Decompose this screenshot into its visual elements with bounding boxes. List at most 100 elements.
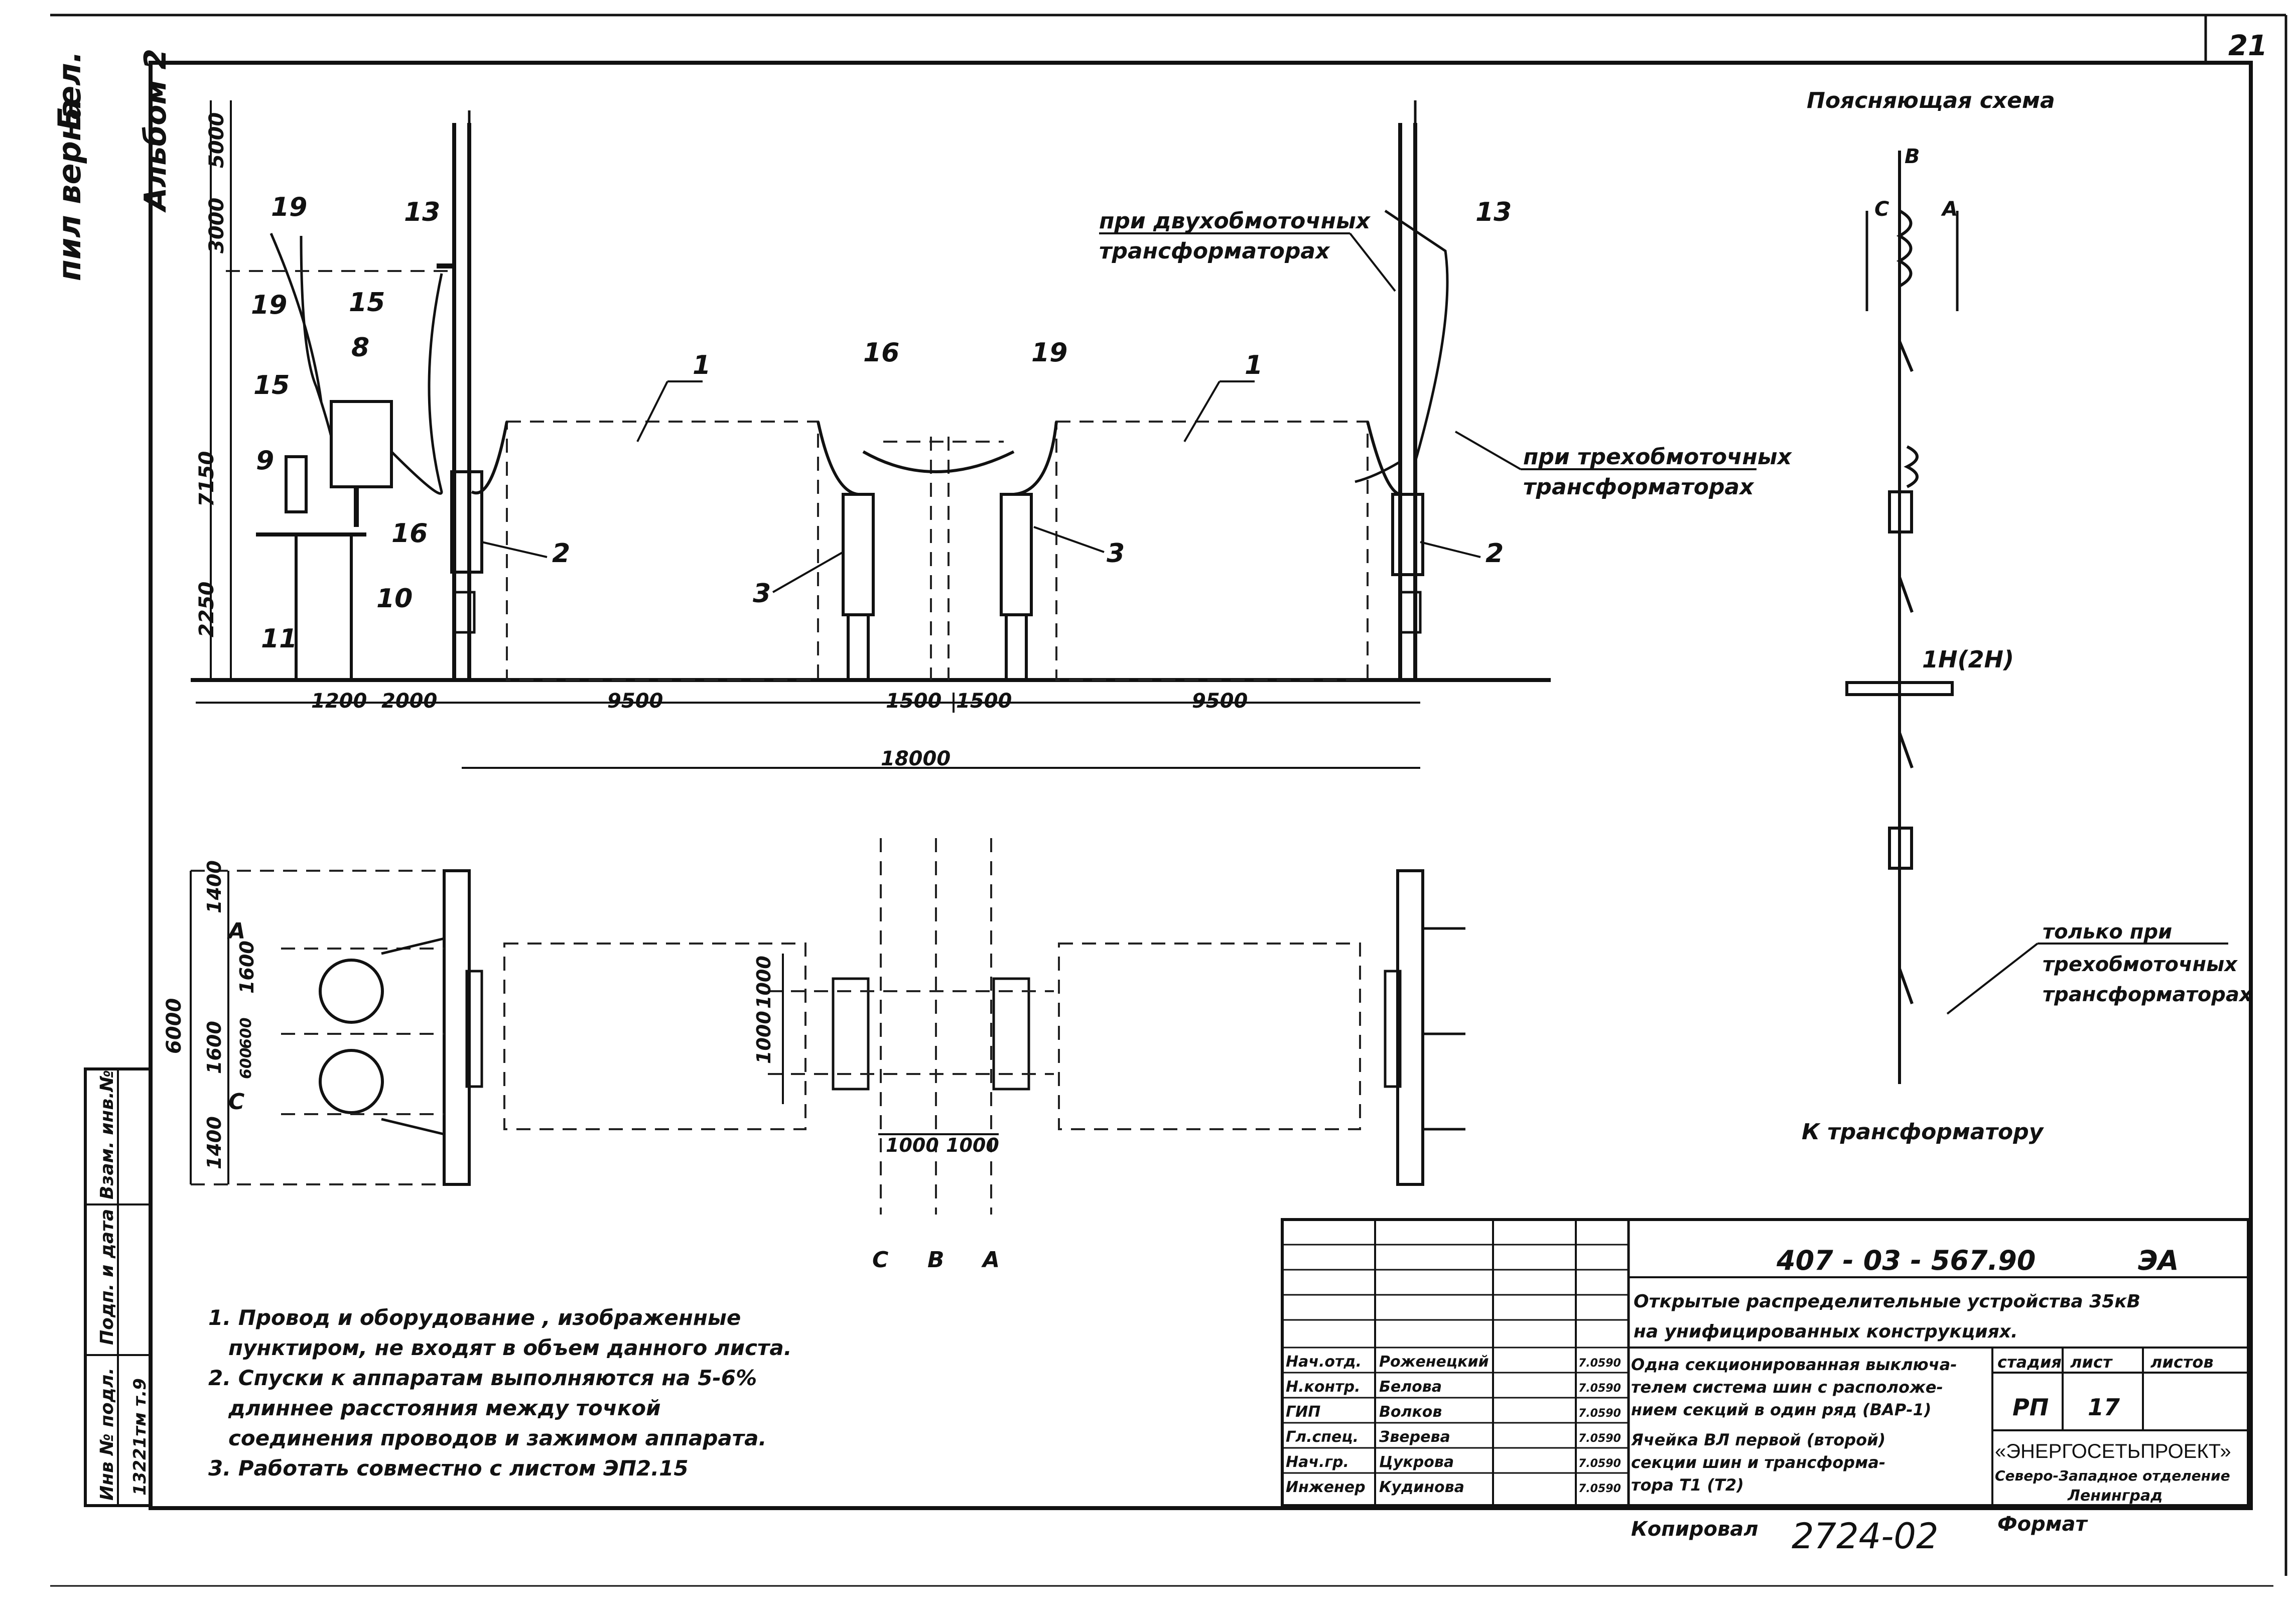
document-code: 407 - 03 - 567.90 — [1776, 1245, 2036, 1276]
svg-text:трансформаторах: трансформаторах — [1523, 474, 1754, 500]
svg-text:15: 15 — [253, 370, 290, 400]
svg-text:2250: 2250 — [195, 582, 218, 637]
svg-text:А: А — [981, 1247, 1000, 1273]
svg-text:секции шин и трансформа-: секции шин и трансформа- — [1631, 1453, 1885, 1472]
svg-text:1000: 1000 — [753, 956, 775, 1009]
format-label: Формат — [1997, 1513, 2088, 1536]
svg-text:7.0590: 7.0590 — [1578, 1357, 1621, 1370]
svg-text:Гл.спец.: Гл.спец. — [1286, 1428, 1359, 1446]
svg-text:1000: 1000 — [946, 1134, 999, 1156]
svg-text:Инженер: Инженер — [1286, 1479, 1366, 1496]
svg-text:трансформаторах: трансформаторах — [2043, 983, 2253, 1006]
svg-text:Цукрова: Цукрова — [1379, 1453, 1454, 1471]
elevation-dimensions: 5000 3000 7150 2250 1200 2000 9500 1500 … — [195, 112, 1248, 770]
svg-text:стадия: стадия — [1997, 1353, 2062, 1372]
svg-text:1600: 1600 — [203, 1021, 225, 1074]
side-note: пил верна — [51, 98, 88, 281]
svg-text:Ячейка ВЛ первой (второй): Ячейка ВЛ первой (второй) — [1631, 1430, 1885, 1449]
plan-labels: 1400 1600 1600 1400 6000 600 600 1000 10… — [163, 860, 1000, 1273]
svg-text:длиннее расстояния между точко: длиннее расстояния между точкой — [228, 1396, 661, 1420]
svg-text:19: 19 — [251, 290, 287, 320]
svg-text:3. Работать совместно с листом: 3. Работать совместно с листом ЭП2.15 — [208, 1456, 689, 1481]
svg-text:листов: листов — [2150, 1353, 2214, 1372]
svg-text:С: С — [228, 1089, 244, 1115]
left-stamps: Взам. инв.№ Подп. и дата Инв № подл. 132… — [84, 1067, 152, 1507]
elevation-view — [191, 100, 1551, 769]
svg-text:Кудинова: Кудинова — [1379, 1479, 1464, 1496]
elevation-callouts: 1 1 2 2 3 3 8 9 10 11 13 13 15 15 16 16 … — [251, 192, 1793, 654]
company-name: «ЭНЕРГОСЕТЬПРОЕКТ» — [1995, 1440, 2231, 1462]
svg-text:Открытые распределительные уст: Открытые распределительные устройства 35… — [1634, 1291, 2140, 1312]
svg-text:7.0590: 7.0590 — [1578, 1407, 1621, 1420]
side-signature: Бел. — [51, 51, 88, 130]
sheet-number: 21 — [2228, 30, 2267, 62]
notes: 1. Провод и оборудование , изображенные … — [208, 1305, 792, 1481]
svg-text:3: 3 — [1107, 539, 1125, 569]
svg-text:13: 13 — [1475, 197, 1512, 227]
svg-text:1: 1 — [693, 350, 711, 380]
svg-text:Северо-Западное отделение: Северо-Западное отделение — [1995, 1467, 2230, 1484]
svg-text:16: 16 — [391, 518, 428, 549]
svg-text:1600: 1600 — [236, 941, 258, 994]
svg-text:2000: 2000 — [381, 690, 437, 713]
svg-text:1: 1 — [1245, 350, 1263, 380]
svg-text:Одна секционированная выключа-: Одна секционированная выключа- — [1631, 1355, 1957, 1374]
title-block: 407 - 03 - 567.90 ЭА Открытые распредели… — [1281, 1218, 2250, 1507]
svg-text:трансформаторах: трансформаторах — [1099, 238, 1330, 264]
svg-text:13: 13 — [404, 197, 440, 227]
svg-text:В: В — [927, 1247, 944, 1273]
copied-label: Копировал — [1631, 1518, 1759, 1541]
svg-text:только при: только при — [2043, 920, 2172, 944]
svg-text:7.0590: 7.0590 — [1578, 1382, 1621, 1395]
album-label: Альбом 2 пил верна Бел. — [51, 49, 173, 281]
svg-text:трехобмоточных: трехобмоточных — [2043, 953, 2238, 976]
svg-text:1400: 1400 — [203, 1116, 225, 1169]
hand-code: 2724-02 — [1792, 1516, 1938, 1557]
stamp-inv-value: 13221тм т.9 — [130, 1378, 150, 1496]
svg-text:6000: 6000 — [163, 998, 186, 1054]
bus-label: 1Н(2Н) — [1922, 646, 2014, 673]
scheme-title: Поясняющая схема — [1807, 88, 2055, 113]
svg-text:Волков: Волков — [1379, 1403, 1442, 1421]
svg-text:Н.контр.: Н.контр. — [1286, 1378, 1360, 1396]
stamp-sign-date: Подп. и дата — [97, 1209, 117, 1345]
svg-text:9: 9 — [256, 446, 274, 476]
to-transformer: К трансформатору — [1802, 1119, 2045, 1145]
svg-text:1. Провод и оборудование , изо: 1. Провод и оборудование , изображенные — [208, 1305, 741, 1330]
sheet-frame — [50, 14, 2287, 1587]
svg-text:Зверева: Зверева — [1379, 1428, 1450, 1446]
svg-text:600: 600 — [237, 1047, 255, 1079]
svg-text:18000: 18000 — [881, 747, 951, 770]
svg-text:телем система шин с расположе-: телем система шин с расположе- — [1631, 1378, 1943, 1397]
svg-text:2: 2 — [552, 539, 570, 569]
svg-text:2: 2 — [1485, 539, 1504, 569]
svg-text:1000: 1000 — [886, 1134, 939, 1156]
svg-text:А: А — [1941, 198, 1958, 221]
svg-text:лист: лист — [2070, 1353, 2113, 1372]
stamp-inv-no: Инв № подл. — [97, 1368, 117, 1501]
svg-text:8: 8 — [351, 333, 369, 363]
svg-text:А: А — [227, 918, 245, 944]
svg-text:Роженецкий: Роженецкий — [1379, 1353, 1489, 1371]
portal-left — [450, 123, 483, 680]
svg-text:1500: 1500 — [886, 690, 941, 713]
svg-text:5000: 5000 — [205, 112, 228, 168]
svg-text:1400: 1400 — [203, 860, 225, 913]
svg-text:тора Т1 (Т2): тора Т1 (Т2) — [1631, 1475, 1744, 1495]
svg-text:1000: 1000 — [753, 1011, 775, 1064]
svg-text:на унифицированных конструкция: на унифицированных конструкциях. — [1634, 1321, 2018, 1342]
note-two-winding: при двухобмоточных — [1099, 208, 1371, 234]
svg-text:Ленинград: Ленинград — [2067, 1487, 2163, 1505]
svg-text:19: 19 — [271, 192, 307, 222]
svg-text:Альбом 2: Альбом 2 — [138, 49, 173, 213]
svg-text:С: С — [1874, 198, 1889, 221]
svg-text:С: С — [872, 1247, 888, 1273]
svg-text:17: 17 — [2088, 1394, 2120, 1421]
plan-view — [190, 838, 1465, 1215]
svg-text:7150: 7150 — [195, 451, 218, 507]
svg-text:ГИП: ГИП — [1286, 1403, 1320, 1421]
svg-text:15: 15 — [349, 288, 385, 318]
svg-text:2. Спуски к аппаратам выполняю: 2. Спуски к аппаратам выполняются на 5-6… — [208, 1366, 757, 1390]
svg-text:1200: 1200 — [311, 690, 367, 713]
